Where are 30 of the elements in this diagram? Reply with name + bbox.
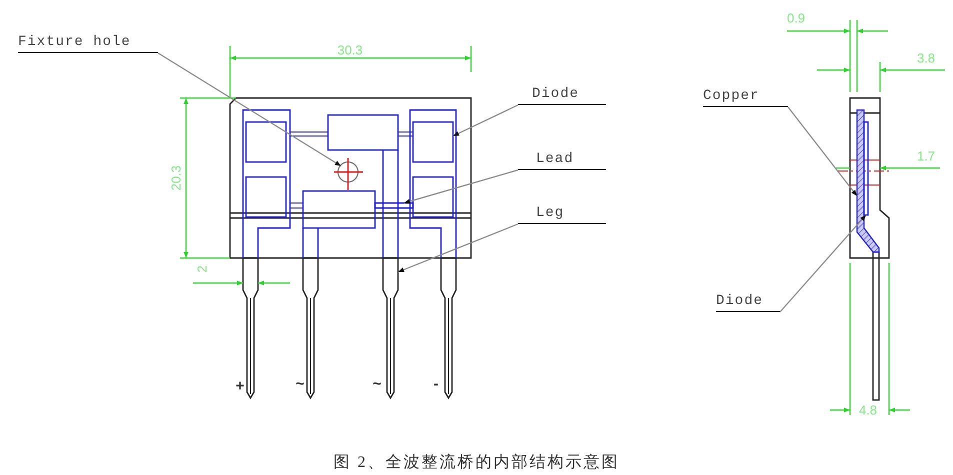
callout-label: Fixture hole	[18, 34, 158, 53]
dimension-value: 1.7	[916, 148, 936, 164]
callout-label: Diode	[518, 86, 606, 105]
dimension-value: 30.3	[337, 42, 363, 58]
leader-line	[788, 106, 858, 196]
diode-chip	[863, 121, 869, 216]
terminal-sign: ~	[372, 376, 382, 392]
dimension-value: 4.8	[858, 402, 878, 418]
figure-caption: 图 2、全波整流桥的内部结构示意图	[332, 452, 620, 473]
terminal-sign: +	[236, 378, 244, 394]
leader-line	[780, 214, 866, 312]
diode-chip	[412, 121, 454, 163]
dimension-value: 2	[194, 265, 210, 273]
fixture-hole	[333, 157, 364, 191]
terminal-sign: -	[434, 376, 438, 392]
callout-label: Copper	[703, 88, 788, 107]
callout-label: Diode	[716, 293, 780, 312]
dimension-value: 0.9	[786, 10, 806, 26]
leader-line	[452, 104, 518, 137]
leader-line	[398, 223, 518, 273]
dimension-value: 3.8	[916, 50, 936, 66]
copper-strip	[856, 109, 880, 253]
leg-pin	[382, 257, 399, 400]
lead-wire	[374, 202, 414, 209]
callout-label: Lead	[518, 151, 606, 170]
dimension-value: 20.3	[168, 165, 184, 191]
leader-line	[158, 52, 342, 167]
leader-line	[404, 169, 518, 204]
terminal-sign: ~	[296, 376, 304, 392]
callout-label: Leg	[518, 205, 606, 224]
